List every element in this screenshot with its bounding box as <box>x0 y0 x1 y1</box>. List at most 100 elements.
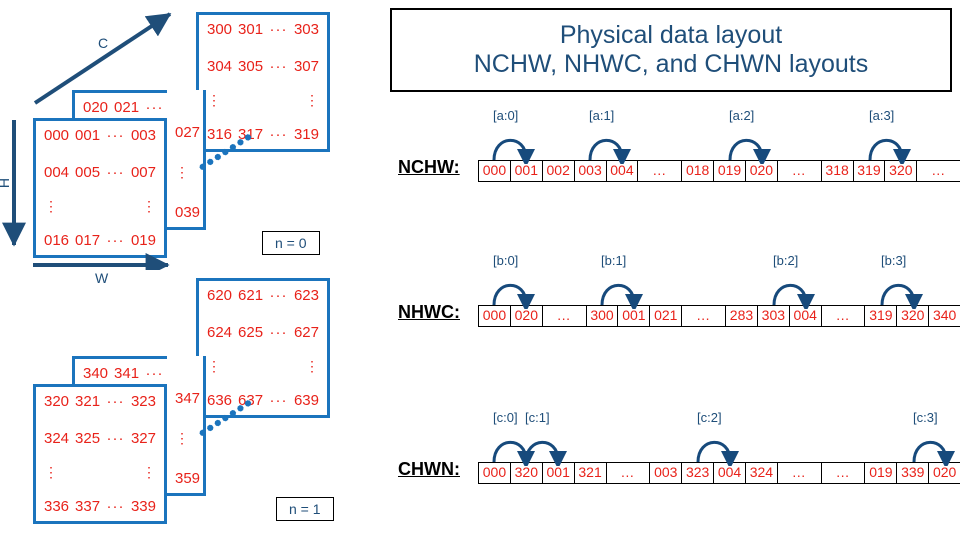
layout-cell: 283 <box>726 306 758 326</box>
axis-label-w: W <box>95 270 109 286</box>
plane-row-left: 300 301 <box>207 21 263 38</box>
plane-row-ellipsis: ⋮⋮ <box>44 463 156 480</box>
hop-label: [b:3] <box>881 253 907 268</box>
tensor-block-n0: 300301···303304305···307⋮⋮316317···31902… <box>0 0 390 286</box>
plane-value: 323 <box>130 393 156 410</box>
hop-label: [b:2] <box>773 253 799 268</box>
plane-value: 337 <box>75 497 101 515</box>
plane-value: 307 <box>293 58 319 76</box>
plane-value: 004 <box>44 164 70 182</box>
title-line-1: Physical data layout <box>559 20 783 49</box>
hop-label: [a:1] <box>589 108 615 123</box>
layout-cell: 004 <box>607 161 639 181</box>
plane-row: 636637···639 <box>207 392 319 409</box>
plane-value: 303 <box>293 21 319 38</box>
vertical-dots: ⋮ <box>44 463 58 480</box>
axis-arrows <box>2 12 172 270</box>
plane-value: ⋮ <box>175 429 189 446</box>
plane-value: 340 <box>83 365 109 382</box>
layout-cell: … <box>543 306 587 326</box>
vertical-dots: ⋮ <box>305 91 319 108</box>
layout-cell: 021 <box>650 306 683 326</box>
plane-row-left: ⋮ <box>44 199 58 213</box>
layout-cell: 303 <box>758 306 790 326</box>
plane-value: 017 <box>75 231 101 249</box>
hop-label: [b:0] <box>493 253 519 268</box>
layout-cell: 020 <box>511 306 543 326</box>
plane-value: 636 <box>207 391 233 409</box>
horizontal-dots: ··· <box>145 99 164 116</box>
plane-value: 319 <box>293 125 319 143</box>
layout-cell: 019 <box>865 463 898 483</box>
axis-label-h: H <box>0 178 12 188</box>
plane-value: 336 <box>44 497 70 515</box>
title-line-2: NCHW, NHWC, and CHWN layouts <box>473 50 869 78</box>
sample-index-badge: n = 0 <box>262 231 320 255</box>
middle-plane-column: 347⋮359 <box>167 356 206 496</box>
layout-cell: … <box>682 306 727 326</box>
horizontal-dots: ··· <box>269 21 288 38</box>
horizontal-dots: ··· <box>106 497 125 515</box>
plane-value: 324 <box>44 430 70 448</box>
horizontal-dots: ··· <box>106 393 125 410</box>
plane-value: 304 <box>207 58 233 76</box>
layout-cell: 340 <box>929 306 960 326</box>
horizontal-dots: ··· <box>106 231 125 249</box>
layout-cell: 318 <box>822 161 854 181</box>
plane-value: 341 <box>114 365 140 382</box>
plane-value: 005 <box>75 164 101 182</box>
hop-label: [a:2] <box>729 108 755 123</box>
plane-value: 300 <box>207 21 233 38</box>
plane-value: 621 <box>238 287 264 304</box>
middle-plane-column-values: 347⋮359 <box>167 356 203 493</box>
layout-cell: 001 <box>543 463 575 483</box>
layout-cell: 324 <box>746 463 778 483</box>
layout-cell: 319 <box>854 161 886 181</box>
plane-value: 039 <box>175 203 201 221</box>
layout-cell: 003 <box>575 161 607 181</box>
plane-value: 359 <box>175 469 201 487</box>
plane-row: 316317···319 <box>207 126 319 143</box>
hop-arrows <box>492 138 911 164</box>
layout-cell: 320 <box>897 306 930 326</box>
hop-label: [a:3] <box>869 108 895 123</box>
plane-row-ellipsis: ⋮⋮ <box>44 199 156 213</box>
layout-cell: 319 <box>865 306 898 326</box>
horizontal-dots: ··· <box>269 125 288 143</box>
layout-cell: 001 <box>618 306 651 326</box>
layout-cell: 004 <box>714 463 746 483</box>
plane-row-left: 336 337 <box>44 498 100 515</box>
plane-value: 001 <box>75 127 101 144</box>
horizontal-dots: ··· <box>269 324 288 342</box>
layout-cell: 019 <box>714 161 746 181</box>
plane-value: 639 <box>293 391 319 409</box>
layout-cell: … <box>822 306 866 326</box>
hop-label: [c:1] <box>525 410 550 425</box>
plane-value: 624 <box>207 324 233 342</box>
plane-row-left: 340 341 <box>83 365 139 382</box>
plane-row-ellipsis: ⋮⋮ <box>207 359 319 373</box>
plane-value: 325 <box>75 430 101 448</box>
plane-value: 301 <box>238 21 264 38</box>
plane-value: 627 <box>293 324 319 342</box>
hop-label: [c:3] <box>913 410 938 425</box>
layout-cell: 001 <box>511 161 543 181</box>
horizontal-dots: ··· <box>269 391 288 409</box>
layout-cell: … <box>778 161 822 181</box>
plane-value: 021 <box>114 99 140 116</box>
